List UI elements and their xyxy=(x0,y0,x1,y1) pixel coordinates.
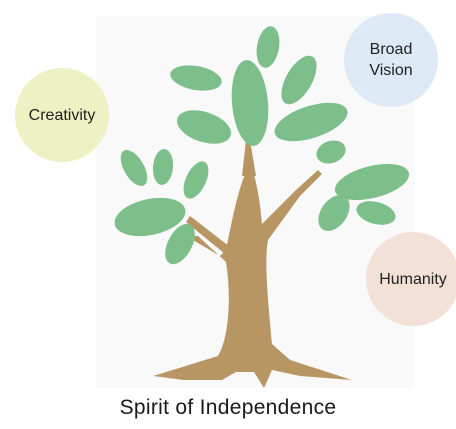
bubble-creativity-label: Creativity xyxy=(28,106,96,124)
leaf xyxy=(183,161,209,199)
leaf xyxy=(170,65,222,91)
leaf xyxy=(176,110,232,144)
leaf xyxy=(114,197,186,237)
leaf xyxy=(316,140,346,164)
bubble-humanity: Humanity xyxy=(366,232,456,326)
leaf xyxy=(281,55,317,105)
bubble-broad-vision-label-line1: Broad xyxy=(369,41,413,58)
bubble-broad-vision: Broad Vision xyxy=(344,13,438,107)
leaf xyxy=(231,60,269,146)
tree-stem xyxy=(242,140,256,176)
leaf xyxy=(120,149,148,187)
leaf xyxy=(334,163,410,201)
tree-trunk xyxy=(153,168,352,388)
leaf xyxy=(318,194,350,232)
tree-leaves xyxy=(114,26,410,265)
leaf xyxy=(165,223,195,265)
bubble-creativity: Creativity xyxy=(15,68,109,162)
bubble-humanity-label: Humanity xyxy=(379,270,447,288)
diagram-caption: Spirit of Independence xyxy=(119,396,337,419)
leaf xyxy=(152,149,174,185)
leaf xyxy=(356,201,396,225)
tree-branch-left xyxy=(186,216,234,258)
leaf xyxy=(256,26,280,68)
bubble-broad-vision-label-line2: Vision xyxy=(369,62,413,79)
leaf xyxy=(274,102,348,142)
